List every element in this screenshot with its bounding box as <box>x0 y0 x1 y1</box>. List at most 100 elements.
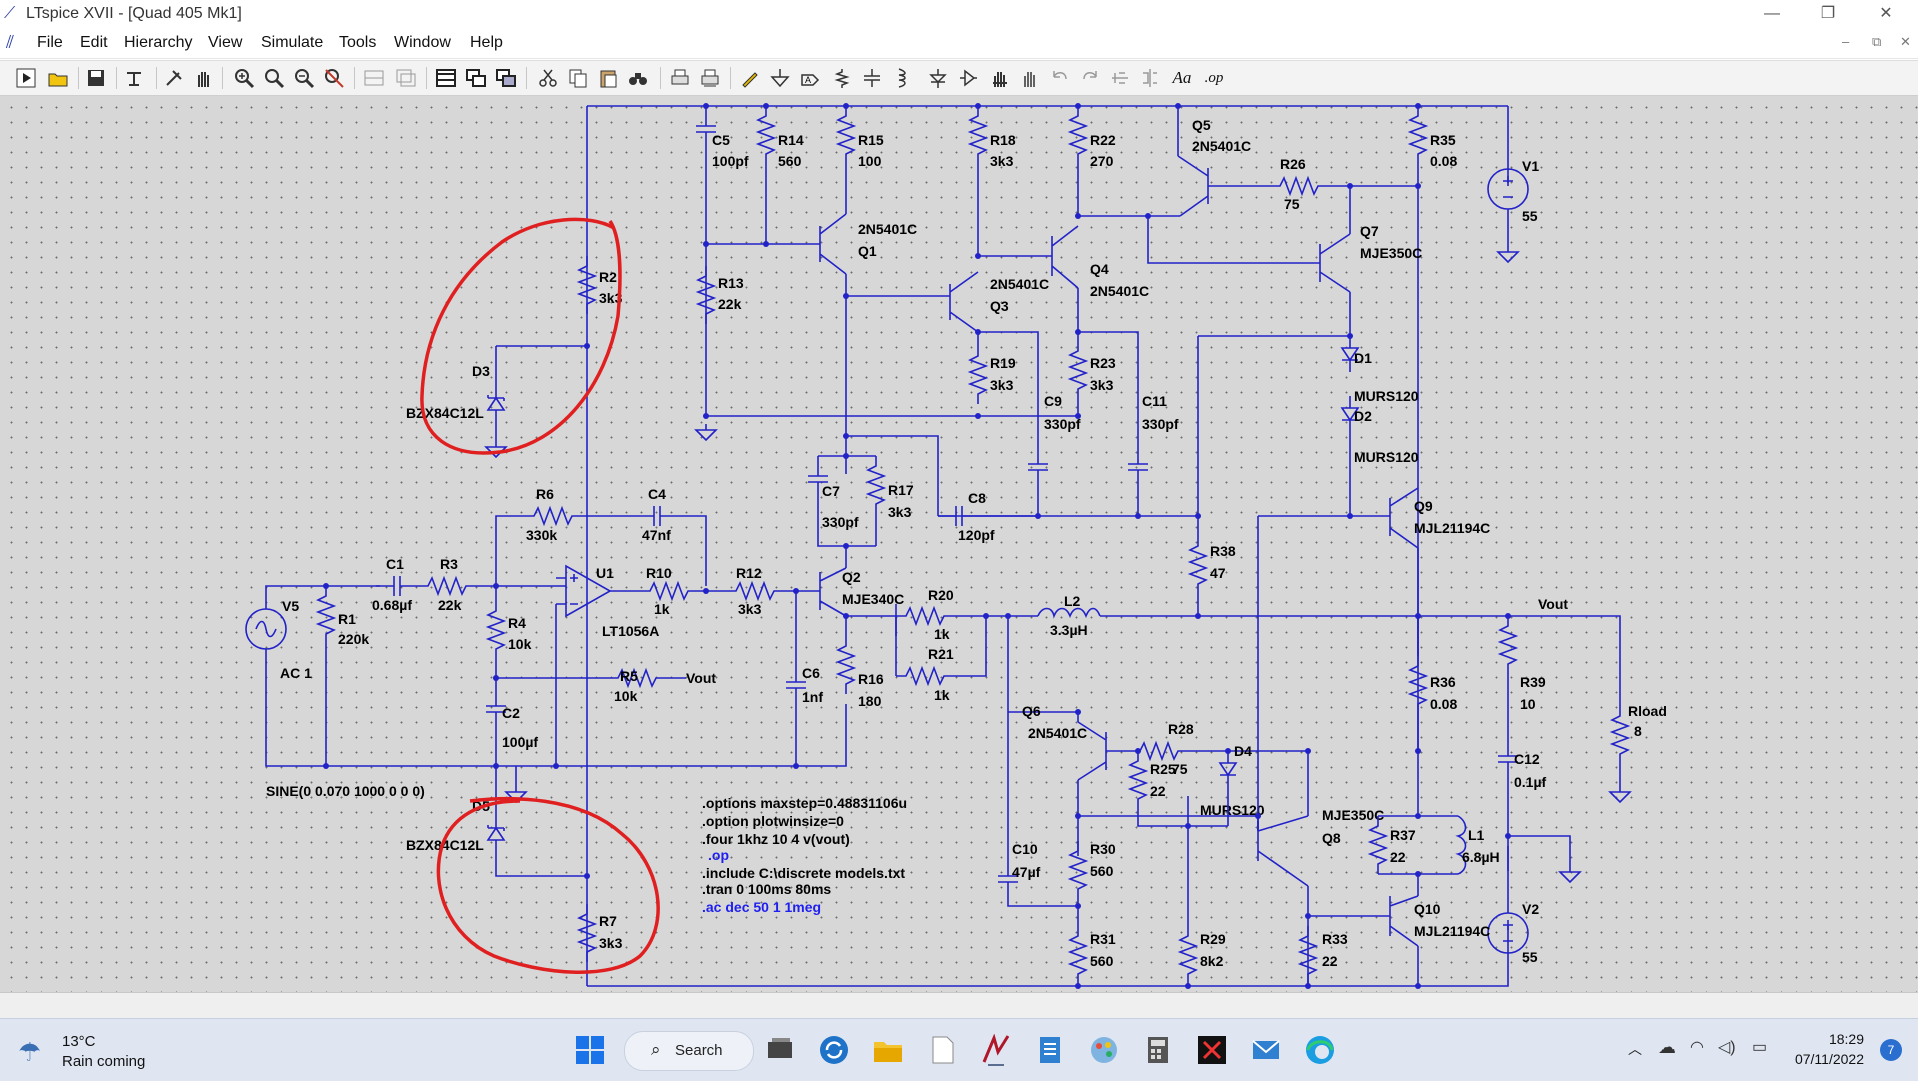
r37-resistor[interactable] <box>1369 815 1387 875</box>
menu-hierarchy[interactable]: Hierarchy <box>124 34 193 51</box>
schematic-canvas[interactable]: V1 55 V2 55 C5 100pf R14 560 R15 100 R18… <box>0 96 1918 992</box>
d3-zener-diode[interactable] <box>487 385 505 423</box>
sync-app-icon[interactable] <box>818 1034 850 1066</box>
q7-transistor[interactable] <box>1319 233 1351 293</box>
q8-transistor[interactable] <box>1257 815 1309 887</box>
q4-transistor[interactable] <box>1051 225 1079 289</box>
menu-view[interactable]: View <box>208 34 243 51</box>
mdi-restore-button[interactable]: ⧉ <box>1872 34 1882 49</box>
r26-resistor[interactable] <box>1269 177 1329 195</box>
window2-icon[interactable] <box>464 66 488 90</box>
capacitor-icon[interactable] <box>860 66 884 90</box>
r12-resistor[interactable] <box>725 582 785 600</box>
c4-capacitor[interactable] <box>635 505 679 527</box>
task-view-icon[interactable] <box>764 1034 796 1066</box>
r35-resistor[interactable] <box>1409 105 1427 165</box>
copy-icon[interactable] <box>566 66 590 90</box>
r15-resistor[interactable] <box>837 105 855 165</box>
r10-resistor[interactable] <box>639 582 699 600</box>
r36-resistor[interactable] <box>1409 655 1427 715</box>
q2-transistor[interactable] <box>819 567 847 617</box>
c1-capacitor[interactable] <box>375 575 419 597</box>
r30-resistor[interactable] <box>1069 840 1087 900</box>
undo-icon[interactable] <box>1048 66 1072 90</box>
r4-resistor[interactable] <box>487 600 505 660</box>
pencil-icon[interactable] <box>738 66 762 90</box>
d5-zener-diode[interactable] <box>487 815 505 853</box>
mdi-close-button[interactable]: ✕ <box>1900 34 1911 49</box>
r20-resistor[interactable] <box>895 607 955 625</box>
rload-resistor[interactable] <box>1611 705 1629 765</box>
maximize-button[interactable]: ❐ <box>1820 5 1836 22</box>
r2-resistor[interactable] <box>578 255 596 315</box>
q5-transistor[interactable] <box>1177 155 1209 217</box>
spice-directive-icon[interactable]: .op <box>1204 69 1224 86</box>
drag-icon[interactable] <box>1018 66 1042 90</box>
window3-icon[interactable] <box>494 66 518 90</box>
document-app-icon[interactable] <box>926 1034 958 1066</box>
paste-icon[interactable] <box>596 66 620 90</box>
r7-resistor[interactable] <box>578 903 596 963</box>
r6-resistor[interactable] <box>523 507 583 525</box>
inductor-icon[interactable] <box>890 66 914 90</box>
resistor-icon[interactable] <box>830 66 854 90</box>
redo-icon[interactable] <box>1078 66 1102 90</box>
r17-resistor[interactable] <box>867 455 885 515</box>
q3-transistor[interactable] <box>949 271 979 333</box>
document-icon[interactable]: ⫽ <box>6 32 15 52</box>
menu-window[interactable]: Window <box>394 34 451 51</box>
minimize-button[interactable]: — <box>1764 5 1780 22</box>
r13-resistor[interactable] <box>697 265 715 325</box>
menu-tools[interactable]: Tools <box>339 34 377 51</box>
r21-resistor[interactable] <box>895 667 955 685</box>
battery-icon[interactable]: ▭ <box>1752 1039 1768 1056</box>
clock-date[interactable]: 07/11/2022 <box>1794 1051 1864 1067</box>
ltspice-taskbar-icon[interactable] <box>980 1033 1012 1066</box>
calculator-icon[interactable] <box>1142 1034 1174 1066</box>
print-icon[interactable] <box>668 66 692 90</box>
volume-icon[interactable]: ◁) <box>1718 1039 1736 1056</box>
diode-icon[interactable] <box>926 66 950 90</box>
r38-resistor[interactable] <box>1189 535 1207 595</box>
r33-resistor[interactable] <box>1299 925 1317 985</box>
clock-time[interactable]: 18:29 <box>1828 1031 1864 1047</box>
notepad-icon[interactable] <box>1034 1034 1066 1066</box>
window-icon[interactable] <box>434 66 458 90</box>
zoom-fit-icon[interactable] <box>322 66 346 90</box>
v5-source[interactable] <box>245 608 287 650</box>
pan-icon[interactable] <box>192 66 216 90</box>
file-explorer-icon[interactable] <box>872 1034 904 1066</box>
r31-resistor[interactable] <box>1069 925 1087 985</box>
l1-inductor[interactable] <box>1455 815 1467 875</box>
component-icon[interactable] <box>956 66 980 90</box>
label-icon[interactable]: A <box>798 66 822 90</box>
r23-resistor[interactable] <box>1069 340 1087 400</box>
print-setup-icon[interactable] <box>698 66 722 90</box>
mail-icon[interactable] <box>1250 1034 1282 1066</box>
snipping-tool-icon[interactable] <box>1196 1034 1228 1066</box>
ground-icon[interactable] <box>768 66 792 90</box>
l2-inductor[interactable] <box>1037 607 1101 619</box>
tray-chevron-icon[interactable]: ︿ <box>1628 1041 1642 1057</box>
r29-resistor[interactable] <box>1179 925 1197 985</box>
mdi-minimize-button[interactable]: – <box>1842 34 1850 49</box>
search-box[interactable]: ⌕ Search <box>624 1031 754 1071</box>
r18-resistor[interactable] <box>969 105 987 165</box>
onedrive-icon[interactable]: ☁ <box>1658 1037 1676 1057</box>
c9-capacitor[interactable] <box>1027 443 1049 491</box>
rotate-icon[interactable] <box>1108 66 1132 90</box>
r1-resistor[interactable] <box>317 585 335 645</box>
r22-resistor[interactable] <box>1069 105 1087 165</box>
edge-browser-icon[interactable] <box>1304 1034 1336 1066</box>
find-icon[interactable] <box>626 66 650 90</box>
save-icon[interactable] <box>84 66 108 90</box>
q1-transistor[interactable] <box>819 213 847 275</box>
mirror-icon[interactable] <box>1138 66 1162 90</box>
r39-resistor[interactable] <box>1499 615 1517 675</box>
text-icon[interactable]: Aa <box>1172 68 1192 87</box>
q9-transistor[interactable] <box>1389 487 1419 549</box>
paint-icon[interactable] <box>1088 1034 1120 1066</box>
wifi-icon[interactable]: ◠ <box>1690 1039 1704 1056</box>
start-icon[interactable] <box>574 1034 606 1066</box>
r14-resistor[interactable] <box>757 105 775 165</box>
